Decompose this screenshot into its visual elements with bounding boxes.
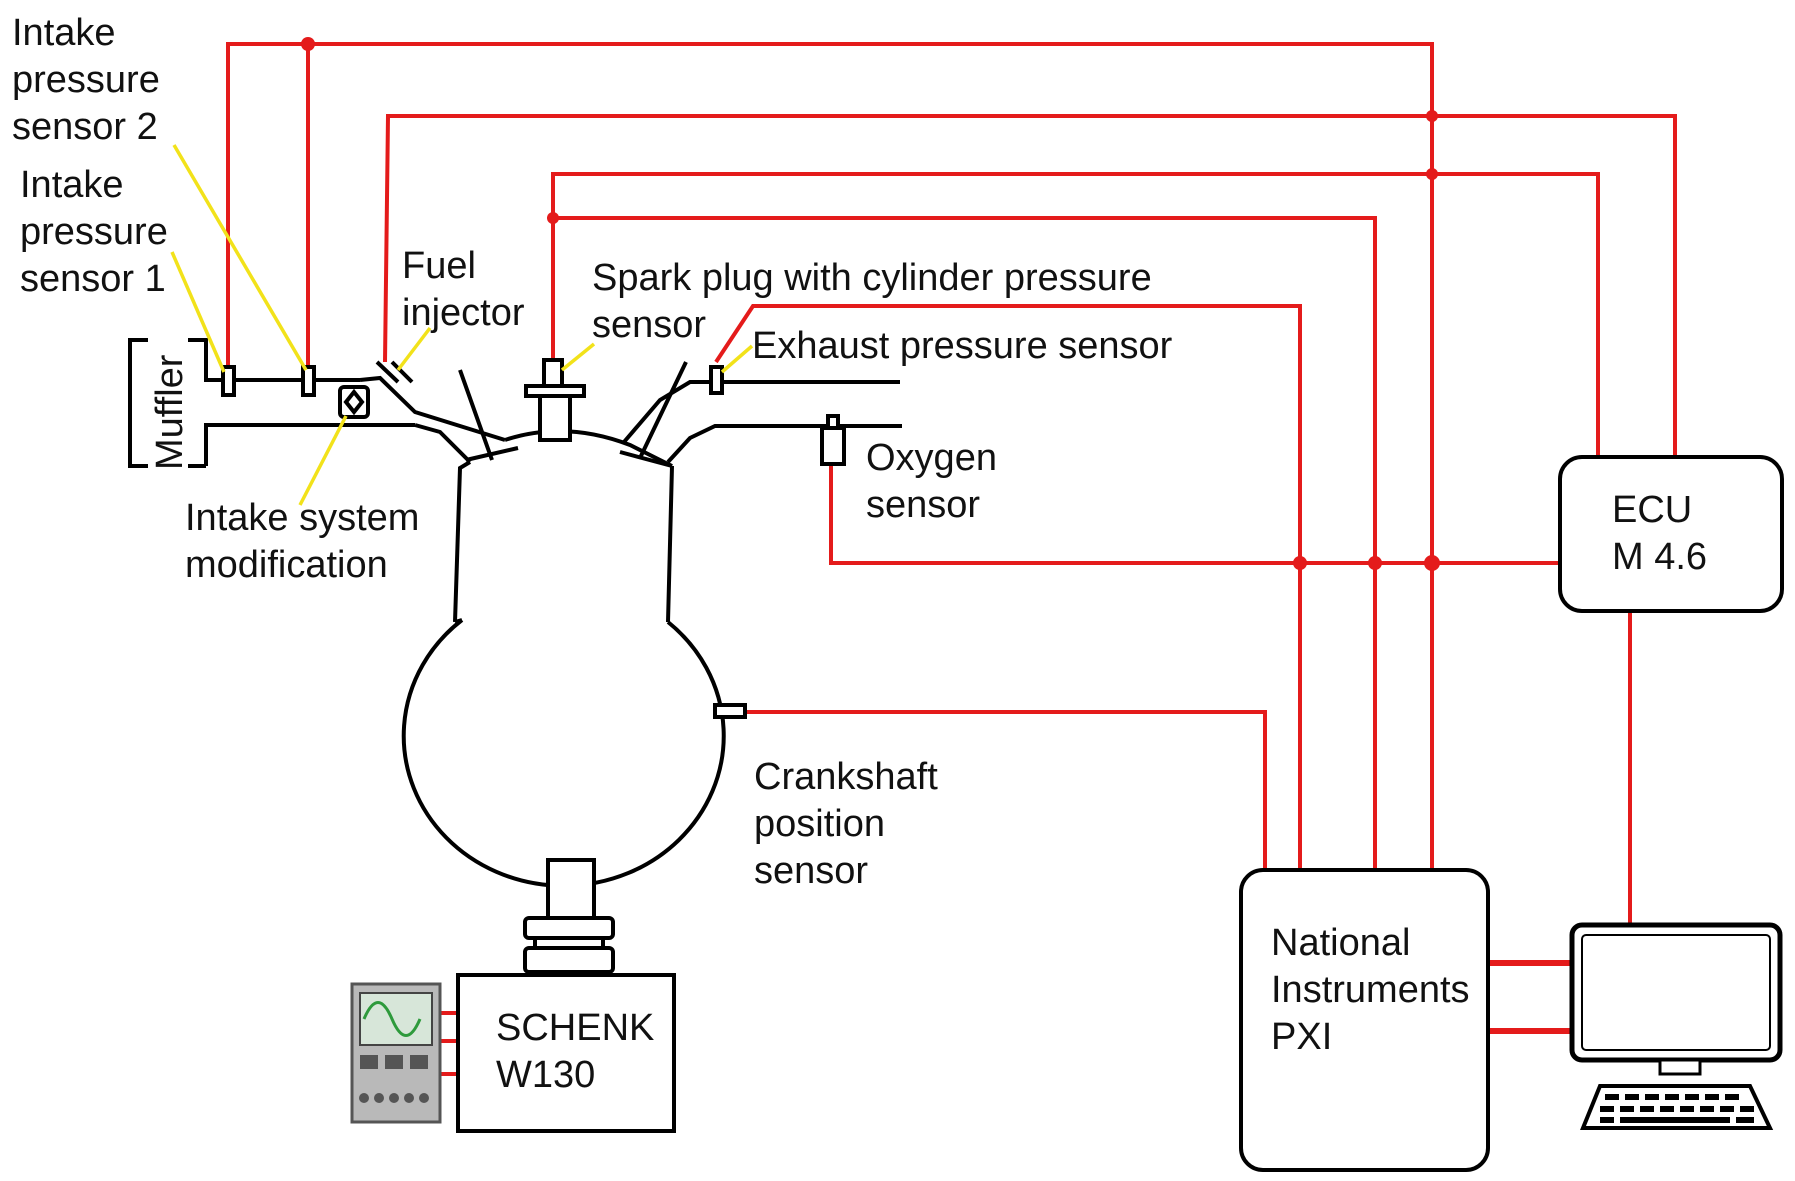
label-intake-sensor-1: Intake pressure sensor 1 — [20, 164, 178, 300]
exhaust-runner-top — [622, 380, 900, 444]
engine-block — [401, 618, 747, 974]
signal-wires — [226, 37, 1677, 1076]
intake-manifold — [128, 338, 506, 468]
oxygen-sensor — [820, 426, 846, 466]
callout-leaders — [170, 144, 754, 506]
coupling-top — [523, 916, 615, 940]
wire-dyno-scope — [440, 1011, 458, 1076]
wire-oxygen-sensor — [829, 464, 1565, 565]
intake-modification-diamond — [343, 388, 365, 416]
label-ecu: ECU M 4.6 — [1612, 489, 1707, 578]
junction-dot — [1293, 556, 1307, 570]
dyno-box — [456, 973, 676, 1133]
muffler-body — [128, 338, 415, 468]
spark-plug-base — [538, 394, 572, 442]
label-muffler: Muffler — [149, 354, 191, 470]
leader-spark-plug — [560, 342, 596, 372]
crankshaft-position-sensor — [713, 703, 747, 719]
wire-spark-plug-ecu — [551, 172, 1600, 457]
ni-pxi-box — [1239, 868, 1490, 1172]
junction-dot — [547, 212, 559, 224]
cylinder-head — [453, 358, 902, 623]
ecu-box — [1558, 455, 1784, 613]
spark-plug — [542, 358, 564, 390]
intake-runner-bottom — [414, 423, 472, 464]
leader-fuel-injector — [396, 326, 432, 372]
crankcase-wall-left — [454, 618, 463, 624]
intake-pressure-sensor-1 — [221, 365, 236, 397]
combustion-chamber — [453, 429, 674, 623]
intake-pressure-sensor-2 — [301, 365, 316, 397]
wire-exhaust-sensor — [714, 304, 1302, 870]
junction-dot — [1424, 555, 1440, 571]
leader-intake-sensor-2 — [172, 144, 308, 371]
junction-dot — [1426, 110, 1438, 122]
label-crankshaft-sensor: Crankshaft position sensor — [754, 756, 948, 892]
exhaust-pressure-sensor — [709, 365, 724, 395]
fuel-injector-body — [375, 360, 414, 384]
crankcase — [401, 618, 726, 888]
intake-runner-top — [359, 375, 506, 442]
oxygen-sensor-tip — [826, 414, 840, 430]
junction-dot — [301, 37, 315, 51]
junction-dot — [1368, 556, 1382, 570]
intake-valve — [458, 369, 519, 462]
label-dyno: SCHENK W130 — [496, 1007, 665, 1096]
label-spark-plug: Spark plug with cylinder pressure sensor — [592, 257, 1162, 346]
label-exhaust-sensor: Exhaust pressure sensor — [752, 325, 1173, 367]
oscilloscope-icon — [350, 982, 442, 1124]
wire-cyl-pressure — [553, 216, 1377, 870]
intake-modification-device — [338, 385, 370, 419]
leader-intake-sensor-1 — [170, 251, 226, 373]
leader-intake-modification — [298, 415, 348, 506]
leader-exhaust-sensor — [720, 344, 754, 374]
wire-intake-sensors — [226, 42, 1434, 870]
label-ni-pxi: National Instruments PXI — [1271, 922, 1480, 1058]
drive-shaft — [546, 858, 596, 920]
exhaust-runner-bottom — [666, 424, 902, 464]
label-intake-sensor-2: Intake pressure sensor 2 — [12, 12, 170, 148]
computer-monitor-icon — [1569, 922, 1783, 1130]
wire-fuel-injector — [383, 114, 1677, 457]
wire-pxi-computer — [1488, 960, 1572, 1034]
coupling-bottom — [523, 946, 615, 974]
junction-dot — [1426, 168, 1438, 180]
label-intake-modification: Intake system modification — [185, 497, 430, 586]
label-oxygen-sensor: Oxygen sensor — [866, 437, 1008, 526]
label-fuel-injector: Fuel injector — [402, 245, 525, 334]
wire-crankshaft — [744, 710, 1267, 870]
